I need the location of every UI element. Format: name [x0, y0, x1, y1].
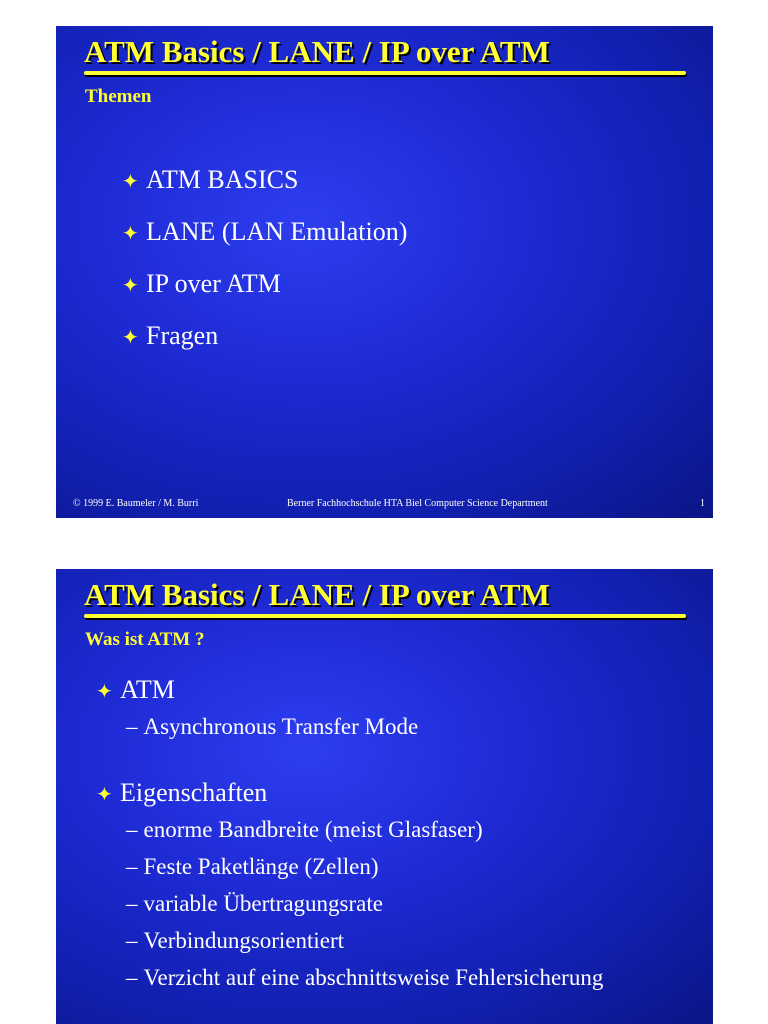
sub-item-text: Verbindungsorientiert	[143, 928, 345, 953]
star-bullet-icon: ✦	[122, 327, 139, 349]
footer-copyright: © 1999 E. Baumeler / M. Burri	[73, 498, 199, 509]
title-underline	[84, 614, 686, 618]
slide-subtitle: Was ist ATM ?	[85, 629, 205, 650]
slide-title: ATM Basics / LANE / IP over ATM	[84, 577, 550, 612]
list-item: ✦ Fragen	[122, 320, 407, 372]
spacer	[96, 745, 603, 777]
star-bullet-icon: ✦	[122, 171, 139, 193]
list-item-text: ATM BASICS	[146, 165, 299, 194]
sub-item-text: Feste Paketlänge (Zellen)	[143, 854, 379, 879]
dash-marker: –	[126, 965, 138, 990]
list-item: ✦ ATM –Asynchronous Transfer Mode	[96, 674, 603, 745]
list-item-text: Eigenschaften	[120, 778, 268, 807]
topic-list: ✦ ATM BASICS ✦ LANE (LAN Emulation) ✦ IP ov…	[122, 164, 407, 372]
sub-item-text: variable Übertragungsrate	[143, 891, 383, 916]
sub-item: –Verzicht auf eine abschnittsweise Fehle…	[126, 959, 603, 996]
star-bullet-icon: ✦	[96, 681, 113, 703]
sub-list: –enorme Bandbreite (meist Glasfaser) –Fe…	[96, 811, 603, 996]
sub-list: –Asynchronous Transfer Mode	[96, 708, 603, 745]
title-underline	[84, 71, 686, 75]
slide-title: ATM Basics / LANE / IP over ATM	[84, 34, 550, 69]
sub-item-text: enorme Bandbreite (meist Glasfaser)	[143, 817, 483, 842]
sub-item: –Asynchronous Transfer Mode	[126, 708, 603, 745]
definition-list: ✦ATM –Asynchronous Transfer Mode ✦Eigens…	[96, 674, 603, 996]
sub-item: –enorme Bandbreite (meist Glasfaser)	[126, 811, 603, 848]
slide-1: ATM Basics / LANE / IP over ATM Themen ✦…	[56, 26, 713, 518]
dash-marker: –	[126, 928, 138, 953]
list-item: ✦Eigenschaften –enorme Bandbreite (meist…	[96, 777, 603, 996]
sub-item-text: Asynchronous Transfer Mode	[143, 714, 419, 739]
list-item-text: LANE (LAN Emulation)	[146, 217, 408, 246]
star-bullet-icon: ✦	[122, 275, 139, 297]
slide-subtitle: Themen	[85, 86, 152, 107]
list-item-text: ATM	[120, 675, 175, 704]
star-bullet-icon: ✦	[122, 223, 139, 245]
sub-item: –Feste Paketlänge (Zellen)	[126, 848, 603, 885]
dash-marker: –	[126, 891, 138, 916]
sub-item: –Verbindungsorientiert	[126, 922, 603, 959]
dash-marker: –	[126, 817, 138, 842]
dash-marker: –	[126, 714, 138, 739]
footer-institution: Berner Fachhochschule HTA Biel Computer …	[287, 498, 548, 509]
list-item: ✦ IP over ATM	[122, 268, 407, 320]
page-number: 1	[700, 498, 705, 509]
list-item-text: IP over ATM	[146, 269, 281, 298]
slide-2: ATM Basics / LANE / IP over ATM Was ist …	[56, 569, 713, 1024]
sub-item-text: Verzicht auf eine abschnittsweise Fehler…	[143, 965, 604, 990]
list-item-text: Fragen	[146, 321, 219, 350]
sub-item: –variable Übertragungsrate	[126, 885, 603, 922]
slide-footer: © 1999 E. Baumeler / M. Burri Berner Fac…	[56, 486, 713, 518]
dash-marker: –	[126, 854, 138, 879]
list-item: ✦ LANE (LAN Emulation)	[122, 216, 407, 268]
list-item: ✦ ATM BASICS	[122, 164, 407, 216]
star-bullet-icon: ✦	[96, 784, 113, 806]
